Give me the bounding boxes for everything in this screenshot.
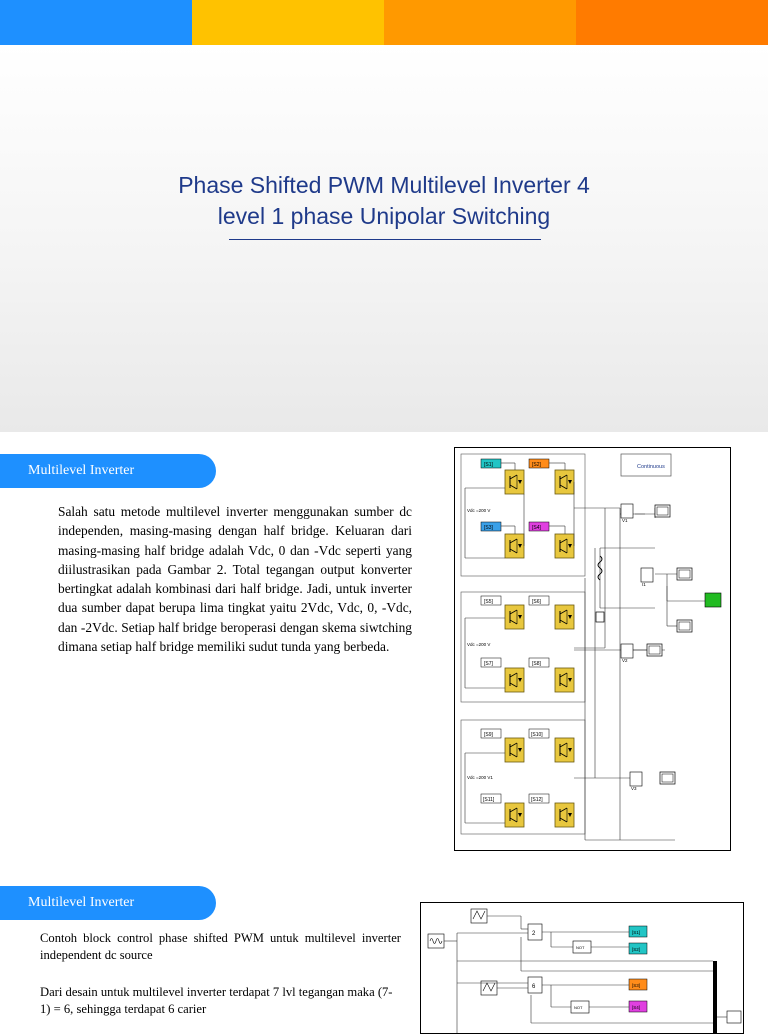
meter-v1: V1 (622, 518, 628, 523)
vdc-label-2: Vdc =200 V (467, 642, 490, 647)
stripe-dark-orange (576, 0, 768, 45)
tag-s3: [S3] (484, 525, 494, 531)
not-block-2: NOT (574, 1005, 583, 1010)
vdc-label-3: Vdc =200 V1 (467, 775, 493, 780)
title-underline (229, 239, 541, 240)
tag-s10: [S10] (531, 732, 543, 738)
goto-s1: [S1] (632, 930, 640, 935)
control-block-diagram: 2 6 NOT NOT [S1] [S2] [S3] [S4] (427, 908, 742, 1033)
circuit-diagram-figure: Continuous [S1] [S2] [S3] [S4] Vdc =200 … (454, 447, 731, 851)
tag-s4: [S4] (532, 525, 542, 531)
stripe-orange (384, 0, 576, 45)
section-2-paragraph-1: Contoh block control phase shifted PWM u… (40, 931, 401, 962)
continuous-label: Continuous (637, 464, 665, 470)
top-color-stripe (0, 0, 768, 45)
not-block-1: NOT (576, 945, 585, 950)
section-heading-2: Multilevel Inverter (0, 886, 216, 920)
vdc-label-1: Vdc =200 V (467, 508, 490, 513)
tag-s12: [S12] (531, 797, 543, 803)
title-area (0, 45, 768, 432)
tag-s9: [S9] (484, 732, 494, 738)
tag-s6: [S6] (532, 599, 542, 605)
title-line-2: level 1 phase Unipolar Switching (217, 203, 551, 229)
gain-block-2: 6 (532, 984, 536, 990)
tag-s8: [S8] (532, 661, 542, 667)
control-block-figure: 2 6 NOT NOT [S1] [S2] [S3] [S4] (420, 902, 744, 1034)
stripe-blue (0, 0, 192, 45)
tag-s2: [S2] (532, 462, 542, 468)
goto-s2: [S2] (632, 947, 640, 952)
circuit-diagram: Continuous [S1] [S2] [S3] [S4] Vdc =200 … (460, 453, 722, 841)
meter-i1: I1 (642, 582, 646, 587)
tag-s11: [S11] (483, 797, 495, 803)
goto-s3: [S3] (632, 983, 640, 988)
section-heading-1: Multilevel Inverter (0, 454, 216, 488)
gain-block-1: 2 (532, 931, 536, 937)
section-2-paragraph-2: Dari desain untuk multilevel inverter te… (40, 985, 393, 1016)
stripe-yellow (192, 0, 384, 45)
tag-s7: [S7] (484, 661, 494, 667)
meter-v3: V3 (631, 786, 637, 791)
meter-v2: V2 (622, 658, 628, 663)
title-line-1: Phase Shifted PWM Multilevel Inverter 4 (178, 172, 590, 198)
section-1-paragraph: Salah satu metode multilevel inverter me… (58, 504, 412, 655)
tag-s5: [S5] (484, 599, 494, 605)
goto-s4: [S4] (632, 1005, 640, 1010)
tag-s1: [S1] (484, 462, 494, 468)
page-title: Phase Shifted PWM Multilevel Inverter 4 … (0, 170, 768, 232)
